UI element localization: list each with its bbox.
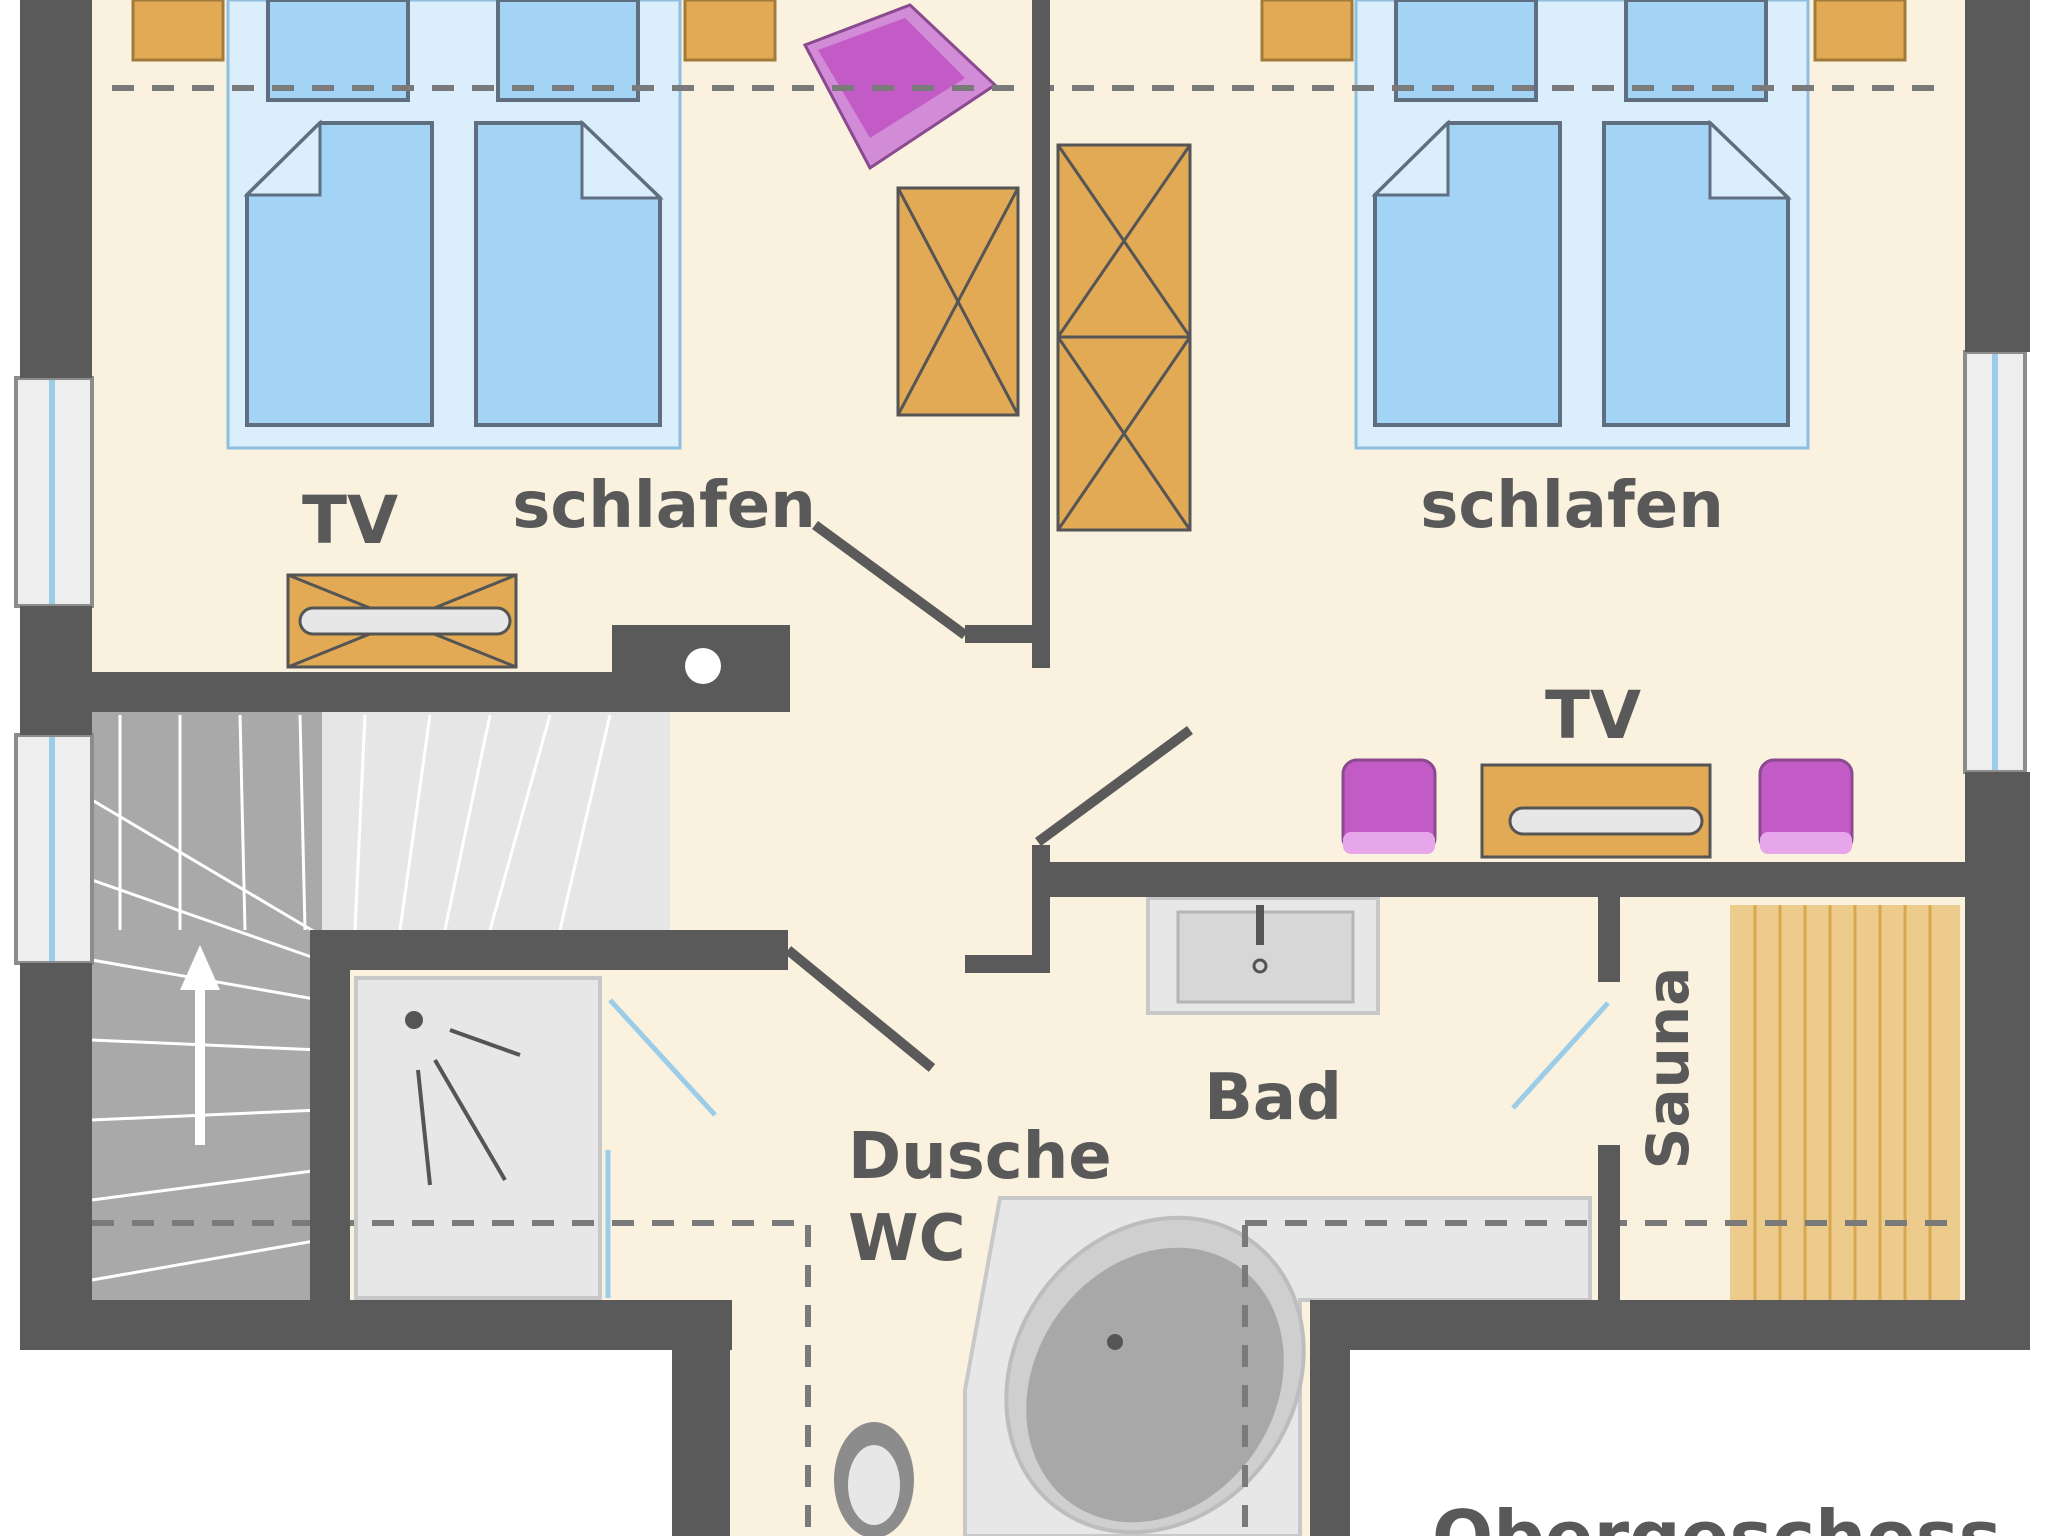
wardrobes	[896, 143, 1192, 532]
windows	[14, 350, 2027, 965]
walls	[20, 0, 2030, 1536]
label-dusche: Dusche	[848, 1120, 1112, 1194]
sauna-door-glass	[1511, 1001, 1610, 1110]
bathtub	[963, 1196, 1592, 1536]
bed-left	[226, 0, 682, 450]
chimney-flue	[685, 648, 721, 684]
label-sauna: Sauna	[1634, 967, 1702, 1170]
staircase	[91, 712, 670, 1302]
label-wc: WC	[848, 1202, 966, 1276]
shower-glass	[605, 998, 717, 1298]
label-schlafen-right: schlafen	[1420, 469, 1724, 543]
bed-right	[1354, 0, 1810, 450]
ceiling-slope-lines	[92, 85, 1960, 1536]
label-bad: Bad	[1204, 1061, 1342, 1135]
toilet	[834, 1422, 914, 1536]
label-tv-left: TV	[302, 482, 398, 559]
sauna-slats	[1730, 905, 1960, 1300]
nightstands	[131, 0, 1907, 62]
label-tv-right: TV	[1545, 677, 1641, 754]
doors	[784, 520, 1193, 1072]
stools	[1341, 758, 1854, 854]
tv-cabinet-right	[1480, 763, 1712, 859]
tv-cabinet-left	[286, 573, 518, 669]
shower-tray	[354, 976, 602, 1300]
label-floor-name: Obergeschoss	[1432, 1495, 2001, 1536]
armchair	[802, 3, 998, 171]
wash-basin	[1146, 896, 1380, 1015]
label-schlafen-left: schlafen	[512, 469, 816, 543]
